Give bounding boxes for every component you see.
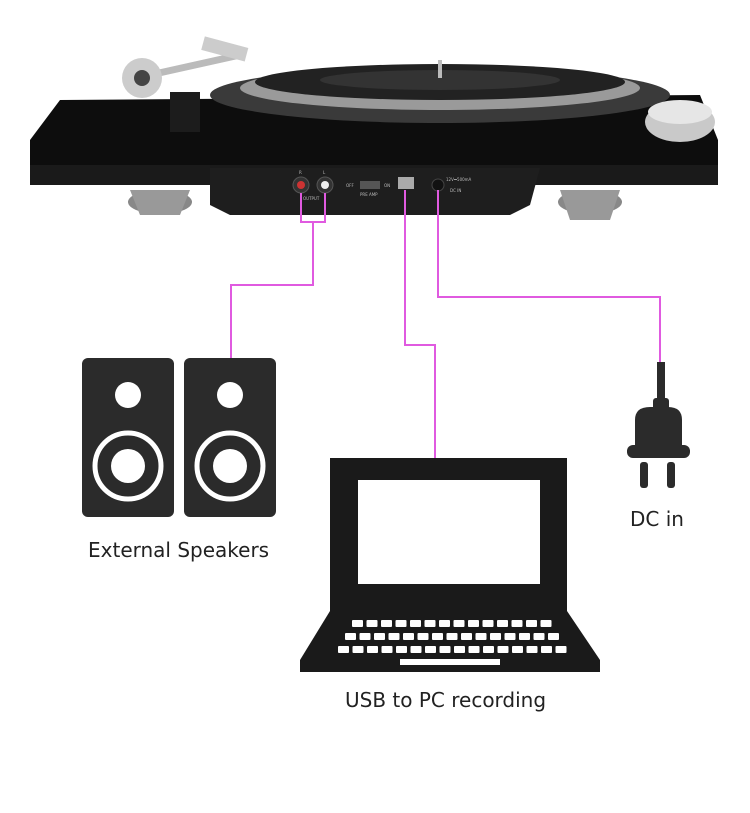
dc-rating-label: 12V⎓500mA	[446, 177, 472, 182]
keyboard-key	[533, 633, 545, 640]
keyboard-key	[388, 633, 400, 640]
keyboard-key	[490, 633, 501, 640]
keyboard-key	[410, 646, 422, 653]
speakers-label: External Speakers	[88, 538, 270, 562]
keyboard-key	[497, 620, 508, 627]
keyboard-key	[338, 646, 349, 653]
keyboard-key	[526, 646, 538, 653]
keyboard-key	[446, 633, 458, 640]
keyboard-spacebar	[400, 659, 500, 665]
rca-right-label: R	[299, 170, 302, 175]
keyboard-key	[541, 646, 552, 653]
keyboard-key	[432, 633, 443, 640]
keyboard-key	[453, 620, 465, 627]
keyboard-key	[497, 646, 509, 653]
dc-in-label: DC in	[630, 507, 684, 531]
keyboard-key	[482, 620, 494, 627]
keyboard-key	[555, 646, 567, 653]
preamp-on-label: ON	[384, 183, 390, 188]
keyboard-key	[512, 646, 523, 653]
speaker-cable-run	[230, 222, 314, 360]
keyboard-key	[381, 646, 393, 653]
keyboard-key	[374, 633, 385, 640]
keyboard-key	[504, 633, 516, 640]
keyboard-key	[352, 646, 364, 653]
preamp-label: PRE AMP	[360, 192, 378, 197]
keyboard-key	[526, 620, 537, 627]
keyboard-key	[468, 620, 479, 627]
keyboard-key	[548, 633, 559, 640]
power-plug-icon	[627, 362, 690, 488]
keyboard-key	[454, 646, 465, 653]
keyboard-key	[475, 633, 487, 640]
cables	[230, 190, 661, 460]
speaker-left-icon	[82, 358, 174, 517]
keyboard-key	[439, 646, 451, 653]
speaker-right-icon	[184, 358, 276, 517]
keyboard-key	[417, 633, 429, 640]
preamp-off-label: OFF	[346, 183, 354, 188]
laptop-icon	[300, 458, 600, 672]
keyboard-key	[352, 620, 363, 627]
keyboard-key	[540, 620, 552, 627]
keyboard-key	[395, 620, 407, 627]
keyboard-key	[367, 646, 378, 653]
keyboard-key	[410, 620, 421, 627]
keyboard-key	[511, 620, 523, 627]
keyboard-key	[461, 633, 472, 640]
keyboard-key	[345, 633, 356, 640]
pc-recording-label: USB to PC recording	[345, 688, 547, 712]
dc-cable	[437, 190, 661, 362]
keyboard-key	[483, 646, 494, 653]
dc-in-panel-label: DC IN	[450, 188, 461, 193]
keyboard-key	[519, 633, 530, 640]
keyboard-key	[439, 620, 450, 627]
keyboard-key	[396, 646, 407, 653]
keyboard-key	[366, 620, 378, 627]
keyboard-key	[403, 633, 414, 640]
usb-cable	[404, 190, 436, 460]
keyboard-key	[381, 620, 392, 627]
keyboard-key	[424, 620, 436, 627]
turntable	[30, 36, 718, 220]
rca-left-label: L	[323, 170, 326, 175]
output-label: OUTPUT	[303, 196, 320, 201]
keyboard-key	[468, 646, 480, 653]
keyboard-key	[359, 633, 371, 640]
keyboard-key	[425, 646, 436, 653]
